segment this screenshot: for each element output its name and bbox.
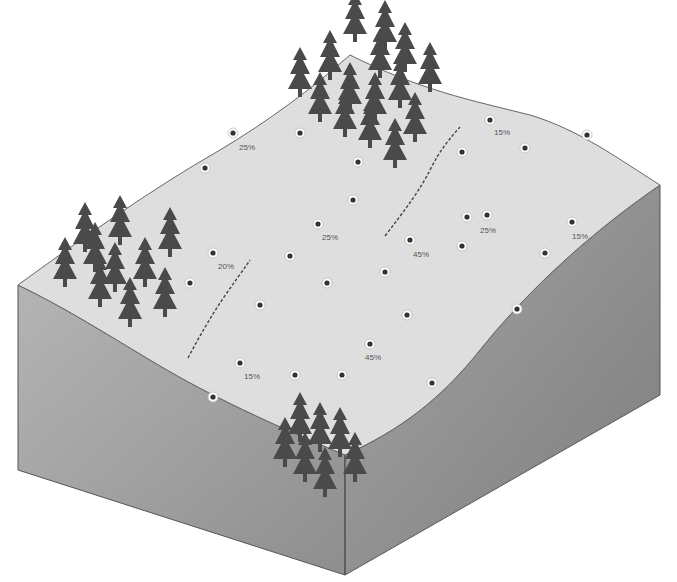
sample-point [255, 300, 265, 310]
tree [343, 432, 367, 482]
tree [343, 0, 367, 42]
sample-point [337, 370, 347, 380]
tree [403, 92, 427, 142]
sample-point [540, 248, 550, 258]
tree [293, 432, 317, 482]
stream-line [188, 260, 250, 358]
sample-point [208, 248, 218, 258]
tree [108, 195, 132, 245]
sample-point [462, 212, 472, 222]
percent-label: 25% [239, 143, 255, 152]
sample-point [348, 195, 358, 205]
tree [313, 447, 337, 497]
sample-point [482, 210, 492, 220]
tree [388, 58, 412, 108]
tree [358, 98, 382, 148]
sample-point [365, 339, 375, 349]
percent-label: 15% [494, 128, 510, 137]
tree [103, 242, 127, 292]
percent-label: 25% [322, 233, 338, 242]
sample-point [290, 370, 300, 380]
tree [273, 417, 297, 467]
sample-point [457, 241, 467, 251]
tree-cluster [288, 0, 442, 168]
sample-point [457, 147, 467, 157]
tree [118, 277, 142, 327]
tree-cluster [53, 195, 182, 327]
tree [318, 30, 342, 80]
percent-label: 15% [572, 232, 588, 241]
sample-points [185, 92, 592, 402]
sample-point [235, 358, 245, 368]
tree [288, 47, 312, 97]
tree [308, 72, 332, 122]
sample-point [285, 251, 295, 261]
percent-label: 25% [480, 226, 496, 235]
sample-point [322, 278, 332, 288]
tree [88, 257, 112, 307]
sample-point [402, 310, 412, 320]
sample-point [313, 219, 323, 229]
tree [133, 237, 157, 287]
tree [328, 407, 352, 457]
tree-cluster [273, 392, 367, 497]
tree [333, 87, 357, 137]
tree [368, 28, 392, 78]
tree [288, 392, 312, 442]
terrain-surface [18, 55, 660, 455]
tree [418, 42, 442, 92]
sample-point [353, 157, 363, 167]
sample-point [582, 130, 592, 140]
sample-point [208, 392, 218, 402]
sample-point [485, 115, 495, 125]
tree [153, 267, 177, 317]
tree [53, 237, 77, 287]
percent-label: 20% [218, 262, 234, 271]
sample-point [228, 128, 238, 138]
percent-label: 15% [244, 372, 260, 381]
tree [158, 207, 182, 257]
tree [383, 118, 407, 168]
sample-point [380, 267, 390, 277]
sample-point [295, 128, 305, 138]
percent-label: 45% [365, 353, 381, 362]
sample-point [567, 217, 577, 227]
sample-point [200, 163, 210, 173]
sample-point [405, 235, 415, 245]
sample-point [185, 278, 195, 288]
sample-point [427, 378, 437, 388]
sample-point [512, 304, 522, 314]
sample-point [520, 143, 530, 153]
percent-label: 45% [413, 250, 429, 259]
